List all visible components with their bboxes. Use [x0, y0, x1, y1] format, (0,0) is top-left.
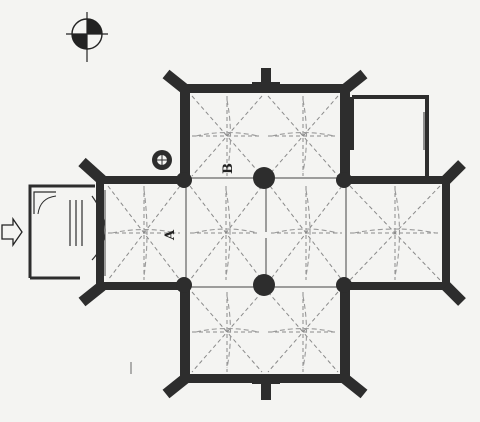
- north-arrow-icon: [66, 12, 108, 62]
- axial-buttresses: [252, 68, 280, 400]
- stair-turret: [152, 150, 172, 170]
- section-label-a: A: [163, 229, 178, 241]
- buttresses: [78, 69, 466, 399]
- star-vault-ribs: [111, 99, 437, 369]
- vault-ribs: [107, 95, 441, 373]
- sacristy: [340, 95, 429, 176]
- piers: [176, 167, 352, 296]
- section-label-b: B: [221, 163, 236, 174]
- entrance-arrow-icon: [1, 216, 23, 248]
- porch: [28, 184, 106, 280]
